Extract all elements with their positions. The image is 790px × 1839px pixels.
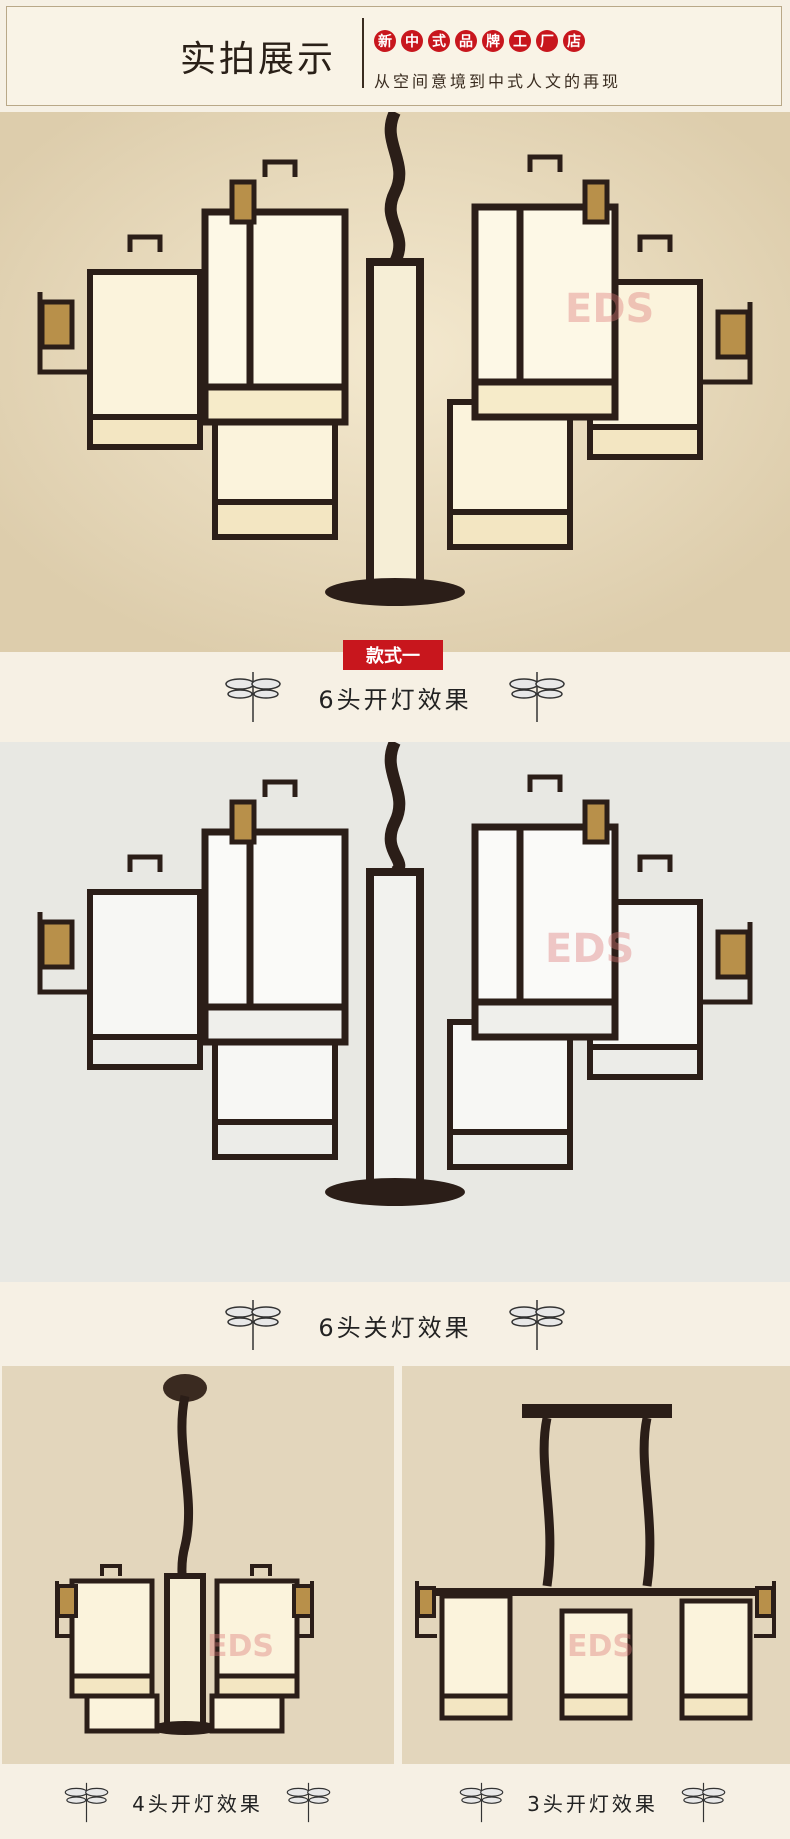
caption-text: 3头开灯效果 [527, 1791, 658, 1816]
badge-char: 厂 [536, 30, 558, 52]
product-photo-3-head-lit: EDS [402, 1366, 790, 1764]
chandelier-6-unlit-image: EDS [0, 742, 790, 1282]
caption-text: 4头开灯效果 [132, 1791, 263, 1816]
watermark-text: EDS [545, 926, 634, 972]
chandelier-6-lit-image: EDS [0, 112, 790, 652]
dragonfly-icon [225, 1300, 282, 1350]
dragonfly-icon [508, 672, 565, 722]
dragonfly-icon [508, 1300, 565, 1350]
caption-text: 6头关灯效果 [318, 1313, 472, 1342]
dragonfly-icon [286, 1782, 331, 1822]
badge-char: 品 [455, 30, 477, 52]
product-photo-6-head-lit: EDS [0, 112, 790, 652]
caption-text: 6头开灯效果 [318, 685, 472, 714]
caption-6-lit: 6头开灯效果 [0, 660, 790, 734]
badge-char: 工 [509, 30, 531, 52]
badge-char: 中 [401, 30, 423, 52]
dragonfly-icon [681, 1782, 726, 1822]
header-divider [362, 18, 364, 88]
caption-3-lit: 3头开灯效果 [395, 1772, 790, 1832]
caption-4-lit: 4头开灯效果 [0, 1772, 395, 1832]
caption-6-unlit: 6头关灯效果 [0, 1290, 790, 1360]
brand-badges: 新 中 式 品 牌 工 厂 店 [374, 30, 585, 52]
header-banner [6, 6, 782, 106]
dragonfly-icon [459, 1782, 504, 1822]
watermark-text: EDS [565, 286, 654, 332]
badge-char: 式 [428, 30, 450, 52]
dragonfly-icon [64, 1782, 109, 1822]
page-title: 实拍展示 [180, 39, 337, 80]
badge-char: 牌 [482, 30, 504, 52]
badge-char: 店 [563, 30, 585, 52]
chandelier-4-lit-image: EDS [2, 1366, 394, 1764]
product-photo-4-head-lit: EDS [2, 1366, 394, 1764]
watermark-text: EDS [567, 1629, 634, 1664]
badge-char: 新 [374, 30, 396, 52]
style-tag: 款式一 [343, 640, 443, 670]
dragonfly-icon [225, 672, 282, 722]
chandelier-3-lit-image: EDS [402, 1366, 790, 1764]
product-photo-6-head-unlit: EDS [0, 742, 790, 1282]
watermark-text: EDS [207, 1629, 274, 1664]
header-subtitle: 从空间意境到中式人文的再现 [374, 72, 622, 91]
